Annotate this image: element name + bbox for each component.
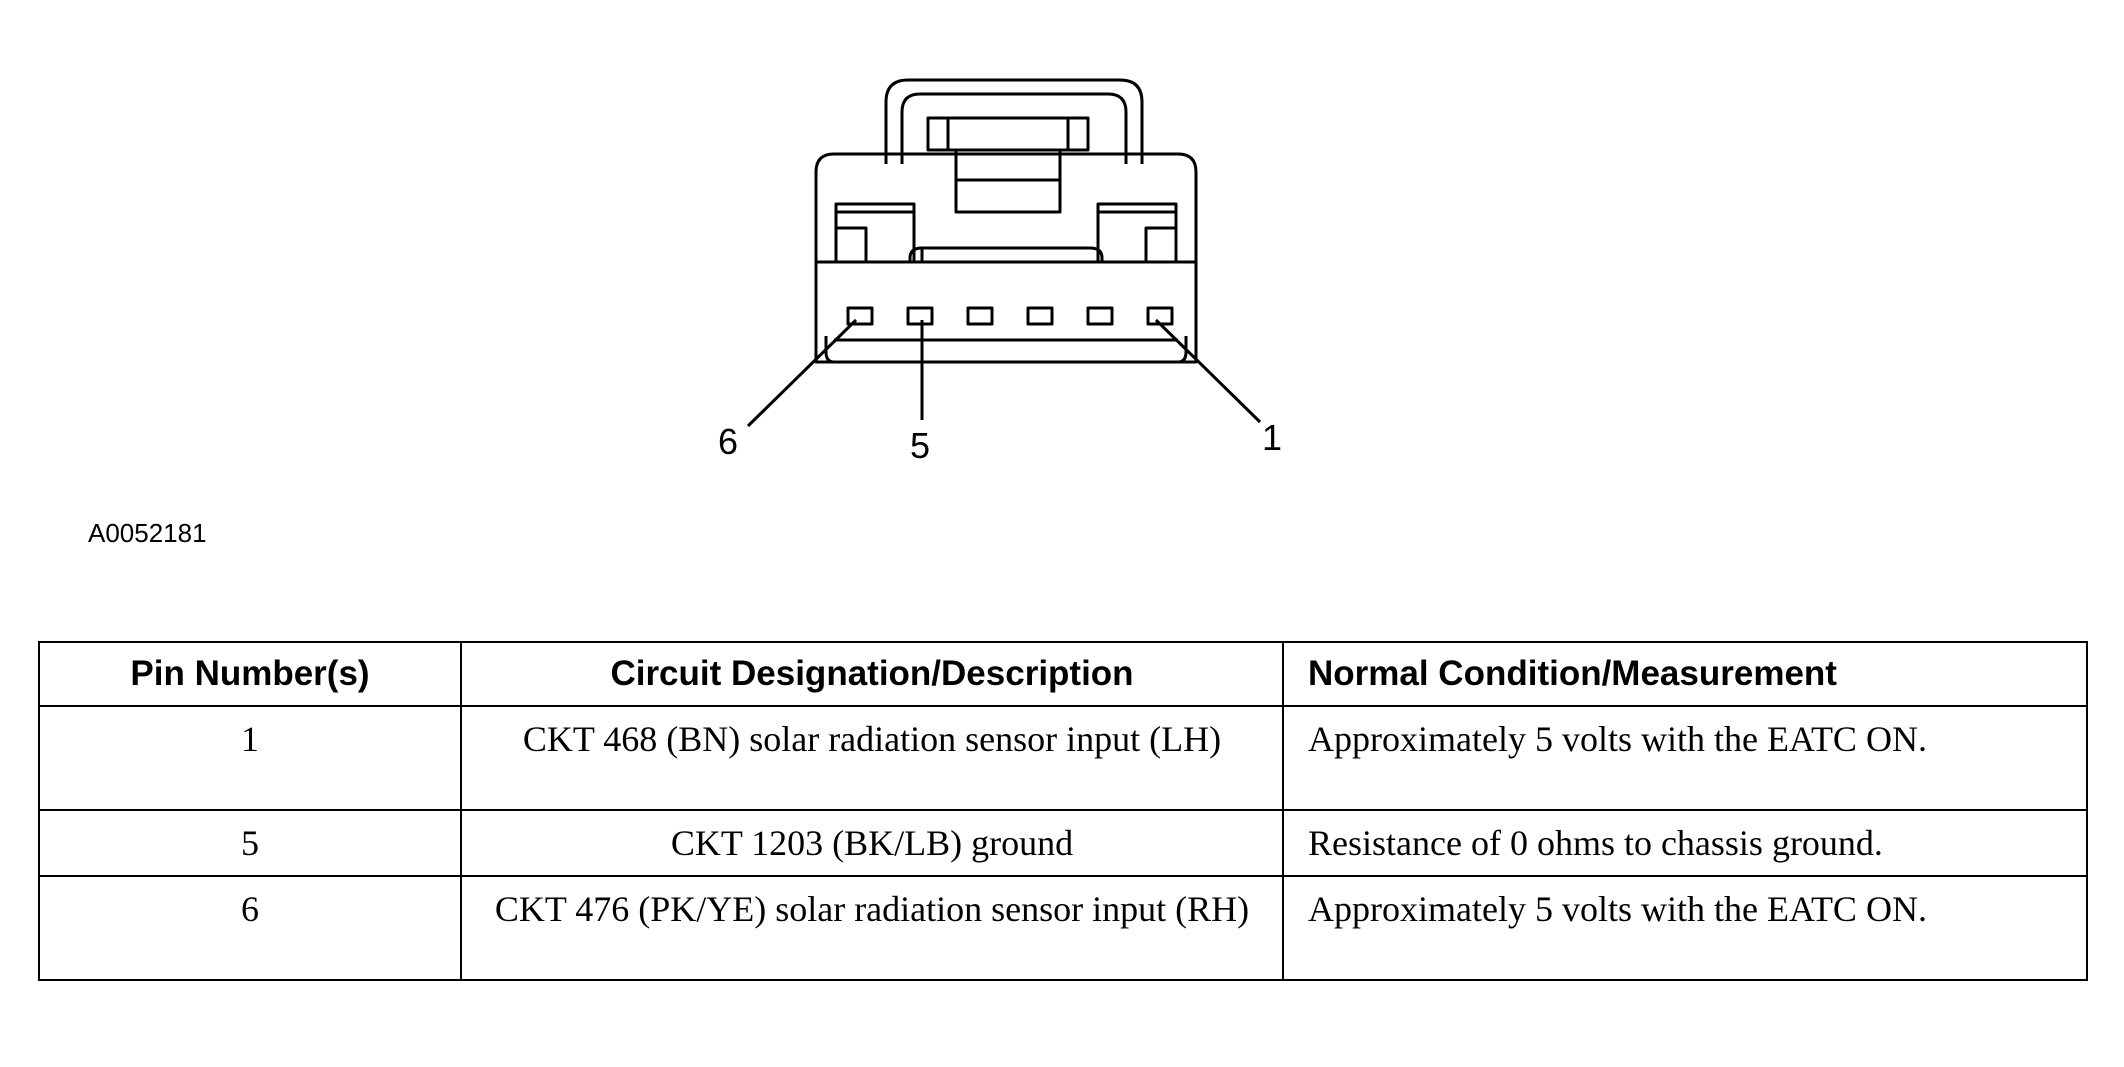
pin-callout-1: 1 bbox=[1262, 417, 1282, 458]
pin-cell: 6 bbox=[38, 875, 462, 981]
circuit-cell: CKT 468 (BN) solar radiation sensor inpu… bbox=[460, 705, 1284, 811]
pin-cell: 1 bbox=[38, 705, 462, 811]
pin-terminal-1 bbox=[1146, 306, 1174, 326]
table-row: 5 CKT 1203 (BK/LB) ground Resistance of … bbox=[38, 809, 2088, 877]
pin-cell: 5 bbox=[38, 809, 462, 877]
connector-diagram: 6 5 1 bbox=[718, 78, 1282, 466]
pin-terminal-6 bbox=[846, 306, 874, 326]
circuit-cell: CKT 1203 (BK/LB) ground bbox=[460, 809, 1284, 877]
condition-cell: Approximately 5 volts with the EATC ON. bbox=[1282, 875, 2088, 981]
pin-terminal-3 bbox=[1026, 306, 1054, 326]
condition-cell: Approximately 5 volts with the EATC ON. bbox=[1282, 705, 2088, 811]
latch-frame bbox=[926, 116, 1090, 152]
header-pin-numbers: Pin Number(s) bbox=[38, 641, 462, 707]
locking-tab-inner bbox=[900, 92, 1128, 164]
pin-terminal-2 bbox=[1086, 306, 1114, 326]
condition-cell: Resistance of 0 ohms to chassis ground. bbox=[1282, 809, 2088, 877]
table-header-row: Pin Number(s) Circuit Designation/Descri… bbox=[38, 641, 2088, 707]
pinout-table: Pin Number(s) Circuit Designation/Descri… bbox=[38, 641, 2088, 981]
pin-callout-6: 6 bbox=[718, 421, 738, 462]
connector-housing bbox=[814, 152, 1198, 364]
table-row: 6 CKT 476 (PK/YE) solar radiation sensor… bbox=[38, 875, 2088, 981]
header-circuit-designation: Circuit Designation/Description bbox=[460, 641, 1284, 707]
circuit-cell: CKT 476 (PK/YE) solar radiation sensor i… bbox=[460, 875, 1284, 981]
pin-callout-5: 5 bbox=[910, 425, 930, 466]
leader-line-6 bbox=[746, 318, 858, 428]
header-normal-condition: Normal Condition/Measurement bbox=[1282, 641, 2088, 707]
pin-terminal-4 bbox=[966, 306, 994, 326]
figure-id: A0052181 bbox=[88, 518, 207, 548]
table-row: 1 CKT 468 (BN) solar radiation sensor in… bbox=[38, 705, 2088, 811]
leader-line-1 bbox=[1154, 318, 1262, 424]
locking-tab-outer bbox=[884, 78, 1144, 164]
pin-terminal-5 bbox=[906, 306, 934, 326]
